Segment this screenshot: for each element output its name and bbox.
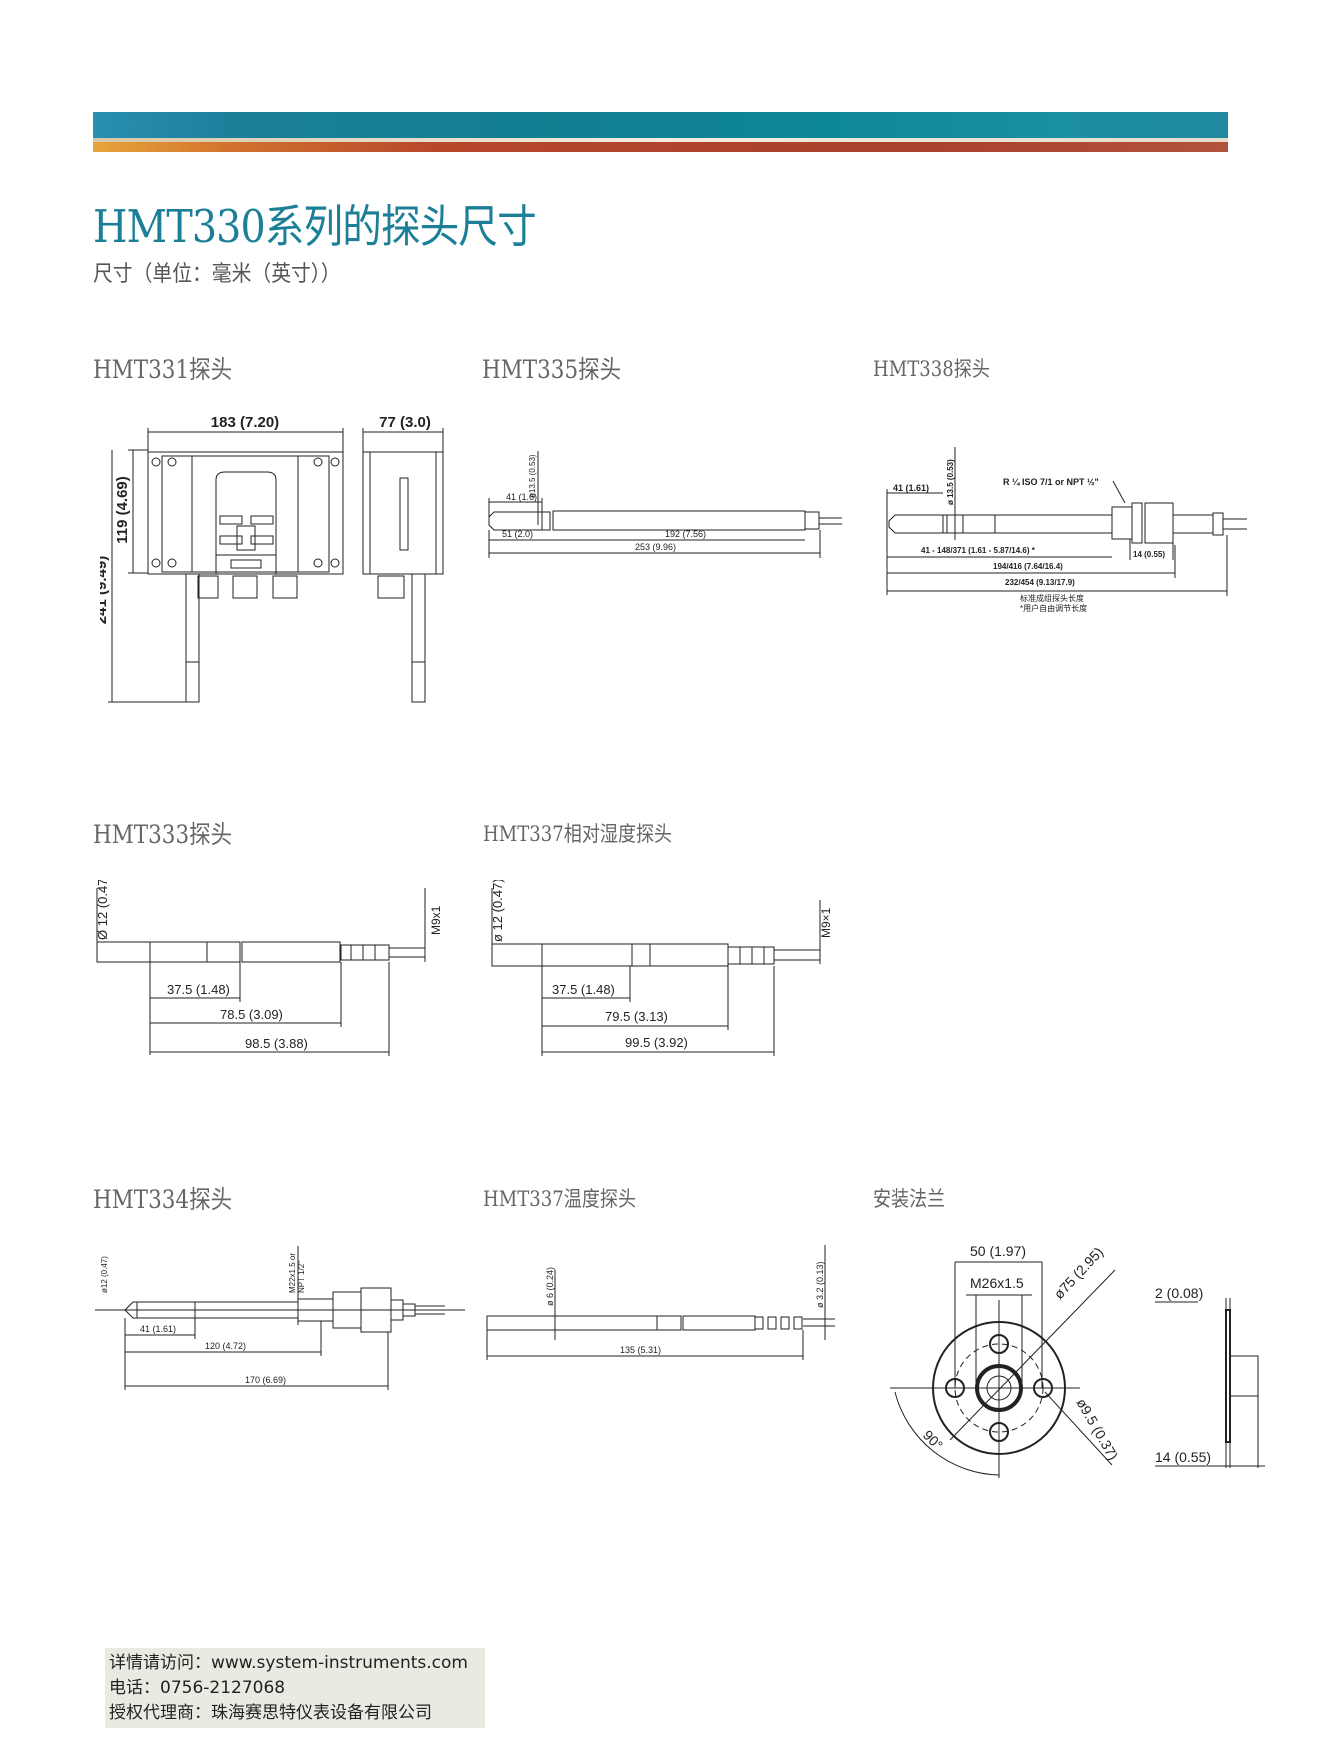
- housing-front: [147, 451, 344, 575]
- dim-hole: ø9.5 (0.37): [1073, 1396, 1121, 1463]
- dim-a: 37.5 (1.48): [167, 982, 230, 997]
- dim-a: 51 (2.0): [502, 529, 533, 539]
- dim-thickness: 2 (0.08): [1155, 1285, 1203, 1301]
- page-subtitle: 尺寸（单位：毫米（英寸））: [93, 262, 341, 287]
- dim-thread: M9×1: [819, 907, 833, 938]
- dim-diameter: ø 6 (0.24): [545, 1267, 555, 1306]
- drawing-flange: 50 (1.97) M26x1.5 ø75 (2.95) ø9.5 (0.37)…: [890, 1243, 1265, 1478]
- dim-c: 170 (6.69): [245, 1375, 286, 1385]
- dim-total: 135 (5.31): [620, 1345, 661, 1355]
- dim-c: 98.5 (3.88): [245, 1036, 308, 1051]
- drawing-hmt331: 183 (7.20) 77 (3.0) 119 (4.69) 241 (9.49…: [100, 414, 444, 703]
- dim-mid: 194/416 (7.64/16.4): [993, 562, 1063, 571]
- dim-tip: 41 (1.61): [893, 483, 929, 493]
- heading-hmt338: HMT338探头: [873, 357, 990, 381]
- header-banner-divider: [93, 138, 1228, 142]
- dim-b: 192 (7.56): [665, 529, 706, 539]
- heading-hmt331: HMT331探头: [93, 355, 233, 384]
- dim-b: 120 (4.72): [205, 1341, 246, 1351]
- dim-thread: M26x1.5: [970, 1275, 1024, 1291]
- housing-side: [362, 451, 444, 575]
- dim-total: 232/454 (9.13/17.9): [1005, 578, 1075, 587]
- dim-angle: 90°: [920, 1427, 946, 1453]
- header-banner-orange: [93, 142, 1228, 152]
- dim-height-box: 119 (4.69): [114, 476, 131, 544]
- thread-label: R ¼ ISO 7/1 or NPT ½": [1003, 477, 1099, 487]
- dim-depth: 14 (0.55): [1155, 1449, 1211, 1465]
- dim-adjust: 41 - 148/371 (1.61 - 5.87/14.6) *: [921, 546, 1036, 555]
- footer-agent: 授权代理商：珠海赛思特仪表设备有限公司: [109, 1703, 432, 1723]
- note-1: 标准成组探头长度: [1020, 593, 1084, 603]
- dim-diameter: ø13.5 (0.53): [528, 454, 537, 498]
- dim-a: 41 (1.61): [140, 1324, 176, 1334]
- drawing-hmt334: ø12 (0.47) M22x1.5 or NPT 1/2" 41 (1.61)…: [95, 1246, 465, 1390]
- dim-diameter: ø12 (0.47): [100, 1256, 109, 1293]
- heading-flange: 安装法兰: [873, 1187, 946, 1211]
- drawing-hmt338: ø 13.5 (0.53) 41 (1.61) R ¼ ISO 7/1 or N…: [886, 447, 1247, 613]
- dim-diameter-2: ø 3.2 (0.13): [815, 1261, 825, 1308]
- note-2: *用户自由调节长度: [1020, 603, 1087, 613]
- dim-diameter: ø 12 (0.47): [490, 880, 505, 942]
- dim-thread-2: NPT 1/2": [297, 1261, 306, 1293]
- dim-diameter: ø75 (2.95): [1050, 1244, 1106, 1302]
- dim-nut: 14 (0.55): [1133, 550, 1165, 559]
- heading-hmt335: HMT335探头: [482, 355, 622, 384]
- drawing-hmt335: ø13.5 (0.53) 41 (1.6) 51 (2.0) 192 (7.56…: [488, 451, 842, 558]
- dim-diameter: ø 13.5 (0.53): [946, 459, 955, 505]
- dim-height-total: 241 (9.49): [100, 556, 110, 624]
- dim-b: 79.5 (3.13): [605, 1009, 668, 1024]
- dim-a: 37.5 (1.48): [552, 982, 615, 997]
- footer-phone: 电话：0756-2127068: [109, 1678, 286, 1698]
- heading-hmt337-rh: HMT337相对湿度探头: [483, 822, 673, 846]
- header-banner-teal: [93, 112, 1228, 138]
- dim-depth: 77 (3.0): [379, 414, 431, 431]
- dim-diameter: Ø 12 (0.47): [95, 880, 110, 940]
- dim-tip: 41 (1.6): [506, 492, 537, 502]
- flange-side: [1225, 1309, 1231, 1443]
- dim-spacing: 50 (1.97): [970, 1243, 1026, 1259]
- drawing-hmt333: Ø 12 (0.47) M9x1 37.5 (1.48) 78.5 (3.09)…: [95, 880, 443, 1056]
- dim-thread-1: M22x1.5 or: [288, 1253, 297, 1293]
- drawing-hmt337-t: ø 6 (0.24) ø 3.2 (0.13) 135 (5.31): [486, 1245, 835, 1360]
- dim-thread: M9x1: [429, 905, 443, 935]
- footer-contact: 详情请访问：www.system-instruments.com 电话：0756…: [105, 1648, 485, 1728]
- dim-width: 183 (7.20): [211, 414, 279, 431]
- heading-hmt337-t: HMT337温度探头: [483, 1187, 636, 1211]
- footer-website[interactable]: 详情请访问：www.system-instruments.com: [109, 1653, 468, 1673]
- drawing-hmt337-rh: ø 12 (0.47) M9×1 37.5 (1.48) 79.5 (3.13)…: [490, 880, 833, 1056]
- dim-total: 253 (9.96): [635, 542, 676, 552]
- page-title: HMT330系列的探头尺寸: [93, 200, 537, 253]
- dim-b: 78.5 (3.09): [220, 1007, 283, 1022]
- dim-c: 99.5 (3.92): [625, 1035, 688, 1050]
- heading-hmt334: HMT334探头: [93, 1185, 233, 1214]
- heading-hmt333: HMT333探头: [93, 820, 233, 849]
